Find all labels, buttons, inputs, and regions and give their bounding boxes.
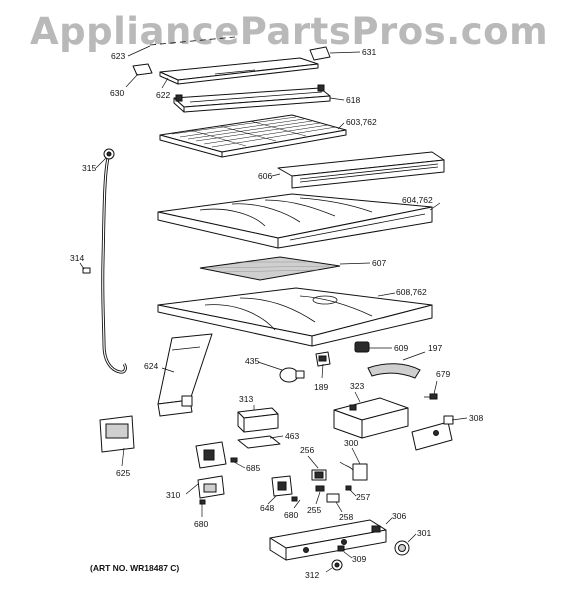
part-648-relay bbox=[271, 475, 293, 497]
callout-603: 603,762 bbox=[346, 117, 377, 127]
part-314-clip bbox=[82, 267, 91, 274]
callout-314: 314 bbox=[70, 253, 84, 263]
part-630-cap bbox=[132, 63, 153, 76]
callout-630: 630 bbox=[110, 88, 124, 98]
part-257-screw bbox=[345, 485, 352, 491]
callout-315: 315 bbox=[82, 163, 96, 173]
part-624-light-shield bbox=[157, 333, 213, 417]
part-256-capacitor bbox=[311, 469, 327, 481]
part-313-cover bbox=[237, 407, 279, 433]
part-310-switch-upper bbox=[195, 441, 227, 469]
callout-679: 679 bbox=[436, 369, 450, 379]
part-622-bracket bbox=[159, 57, 319, 85]
part-301-knob bbox=[394, 540, 410, 556]
callout-312: 312 bbox=[305, 570, 319, 580]
part-197-thermostat bbox=[367, 363, 421, 379]
part-680a-screw bbox=[199, 499, 206, 505]
callout-435: 435 bbox=[245, 356, 259, 366]
part-631-cap bbox=[309, 46, 331, 61]
part-306-control-panel bbox=[269, 519, 387, 561]
callout-623: 623 bbox=[111, 51, 125, 61]
part-463-tray bbox=[237, 435, 281, 449]
part-189-socket bbox=[315, 351, 331, 367]
part-680b-screw bbox=[291, 496, 298, 502]
part-618-shelf-frame bbox=[173, 84, 331, 113]
callout-255: 255 bbox=[307, 505, 321, 515]
part-625-light-housing bbox=[99, 415, 135, 453]
part-604-shelf-pan bbox=[157, 193, 433, 249]
part-300-overload bbox=[339, 461, 368, 481]
part-310-switch-lower bbox=[197, 475, 225, 499]
part-435-light-bulb bbox=[279, 367, 305, 383]
callout-301: 301 bbox=[417, 528, 431, 538]
callout-618: 618 bbox=[346, 95, 360, 105]
callout-680-center: 680 bbox=[284, 510, 298, 520]
callout-680-left: 680 bbox=[194, 519, 208, 529]
callout-608: 608,762 bbox=[396, 287, 427, 297]
callout-625: 625 bbox=[116, 468, 130, 478]
part-312-knob bbox=[331, 559, 343, 571]
callout-604: 604,762 bbox=[402, 195, 433, 205]
leader-lines bbox=[79, 45, 468, 573]
part-315-water-tube bbox=[101, 148, 127, 374]
art-number: (ART NO. WR18487 C) bbox=[90, 563, 180, 573]
part-309-clip bbox=[337, 545, 345, 552]
part-679-screw bbox=[424, 393, 438, 400]
callout-189: 189 bbox=[314, 382, 328, 392]
callout-609: 609 bbox=[394, 343, 408, 353]
callout-631: 631 bbox=[362, 47, 376, 57]
callout-257: 257 bbox=[356, 492, 370, 502]
callout-258: 258 bbox=[339, 512, 353, 522]
callout-624: 624 bbox=[144, 361, 158, 371]
callout-306: 306 bbox=[392, 511, 406, 521]
part-623-strip bbox=[149, 36, 236, 46]
callout-197: 197 bbox=[428, 343, 442, 353]
part-308-bracket bbox=[411, 415, 454, 451]
callout-323: 323 bbox=[350, 381, 364, 391]
part-323-control-housing bbox=[333, 397, 409, 439]
part-603-glass-shelf bbox=[159, 114, 347, 158]
callout-685: 685 bbox=[246, 463, 260, 473]
part-255-terminal bbox=[315, 485, 325, 492]
callout-labels: 623 631 630 622 618 603,762 315 606 604,… bbox=[70, 47, 483, 580]
callout-313: 313 bbox=[239, 394, 253, 404]
part-606-shelf-front bbox=[277, 151, 445, 189]
callout-463: 463 bbox=[285, 431, 299, 441]
callout-607: 607 bbox=[372, 258, 386, 268]
part-685-screw bbox=[230, 457, 238, 463]
callout-606: 606 bbox=[258, 171, 272, 181]
callout-309: 309 bbox=[352, 554, 366, 564]
part-607-screen bbox=[199, 256, 341, 281]
callout-300: 300 bbox=[344, 438, 358, 448]
part-608-bottom-pan bbox=[157, 287, 433, 347]
callout-310: 310 bbox=[166, 490, 180, 500]
part-609-knob bbox=[354, 341, 370, 353]
watermark-logo: AppliancePartsPros.com bbox=[30, 10, 549, 53]
part-258-clip bbox=[326, 493, 340, 503]
callout-648: 648 bbox=[260, 503, 274, 513]
callout-308: 308 bbox=[469, 413, 483, 423]
callout-256: 256 bbox=[300, 445, 314, 455]
callout-622: 622 bbox=[156, 90, 170, 100]
